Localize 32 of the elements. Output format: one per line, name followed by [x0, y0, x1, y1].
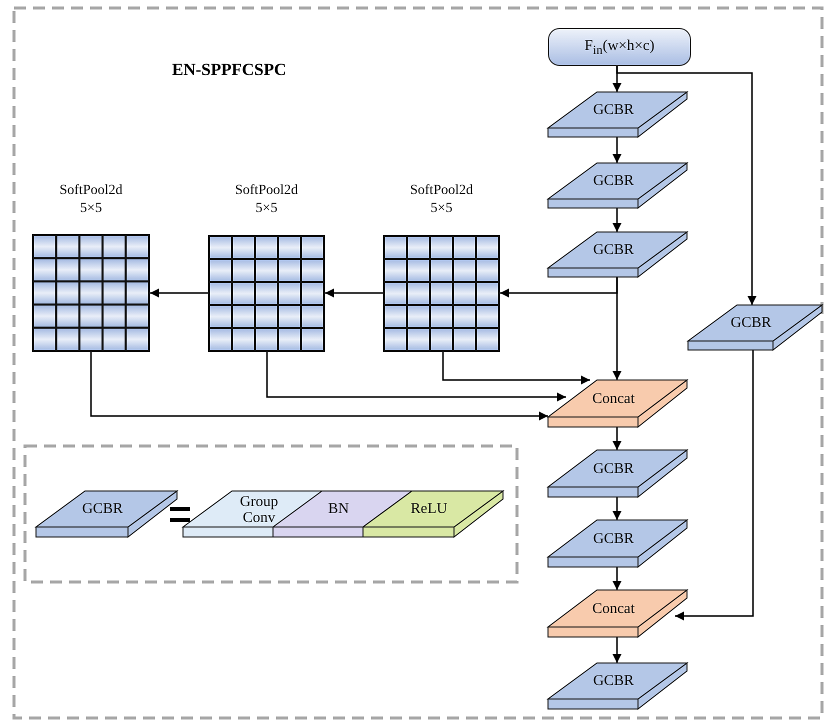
node-label: GCBR: [592, 243, 635, 259]
node-label: F$_{in}$(w×h×c): [584, 39, 656, 58]
node-label: SoftPool2d 5×5: [58, 182, 124, 217]
node-label: SoftPool2d 5×5: [234, 182, 299, 217]
arrow: [616, 66, 756, 305]
arrow: [612, 637, 622, 663]
arrow: [675, 350, 754, 620]
node-label: GCBR: [592, 532, 635, 548]
node-label: Group Conv: [238, 495, 280, 526]
node-label: BN: [327, 502, 350, 518]
arrow: [612, 567, 622, 590]
arrow: [612, 277, 622, 380]
node-label: GCBR: [730, 316, 772, 332]
node-label: GCBR: [592, 103, 635, 119]
arrow: [442, 352, 590, 384]
arrow: [325, 288, 383, 298]
node-label: Concat: [591, 602, 636, 618]
node-label: GCBR: [592, 174, 635, 190]
arrow: [266, 352, 566, 402]
node-label: GCBR: [592, 462, 635, 478]
node-label: GCBR: [592, 674, 635, 690]
node-label: SoftPool2d 5×5: [408, 182, 474, 217]
diagram-title: EN-SPPFCSPC: [172, 60, 286, 80]
arrow: [612, 137, 622, 163]
node-label: GCBR: [81, 502, 124, 518]
arrow: [90, 352, 548, 420]
arrow: [612, 208, 622, 232]
arrow: [150, 288, 208, 298]
node-label: ReLU: [410, 502, 448, 518]
arrow: [612, 427, 622, 450]
arrow: [612, 497, 622, 520]
node-label: Concat: [591, 392, 636, 408]
